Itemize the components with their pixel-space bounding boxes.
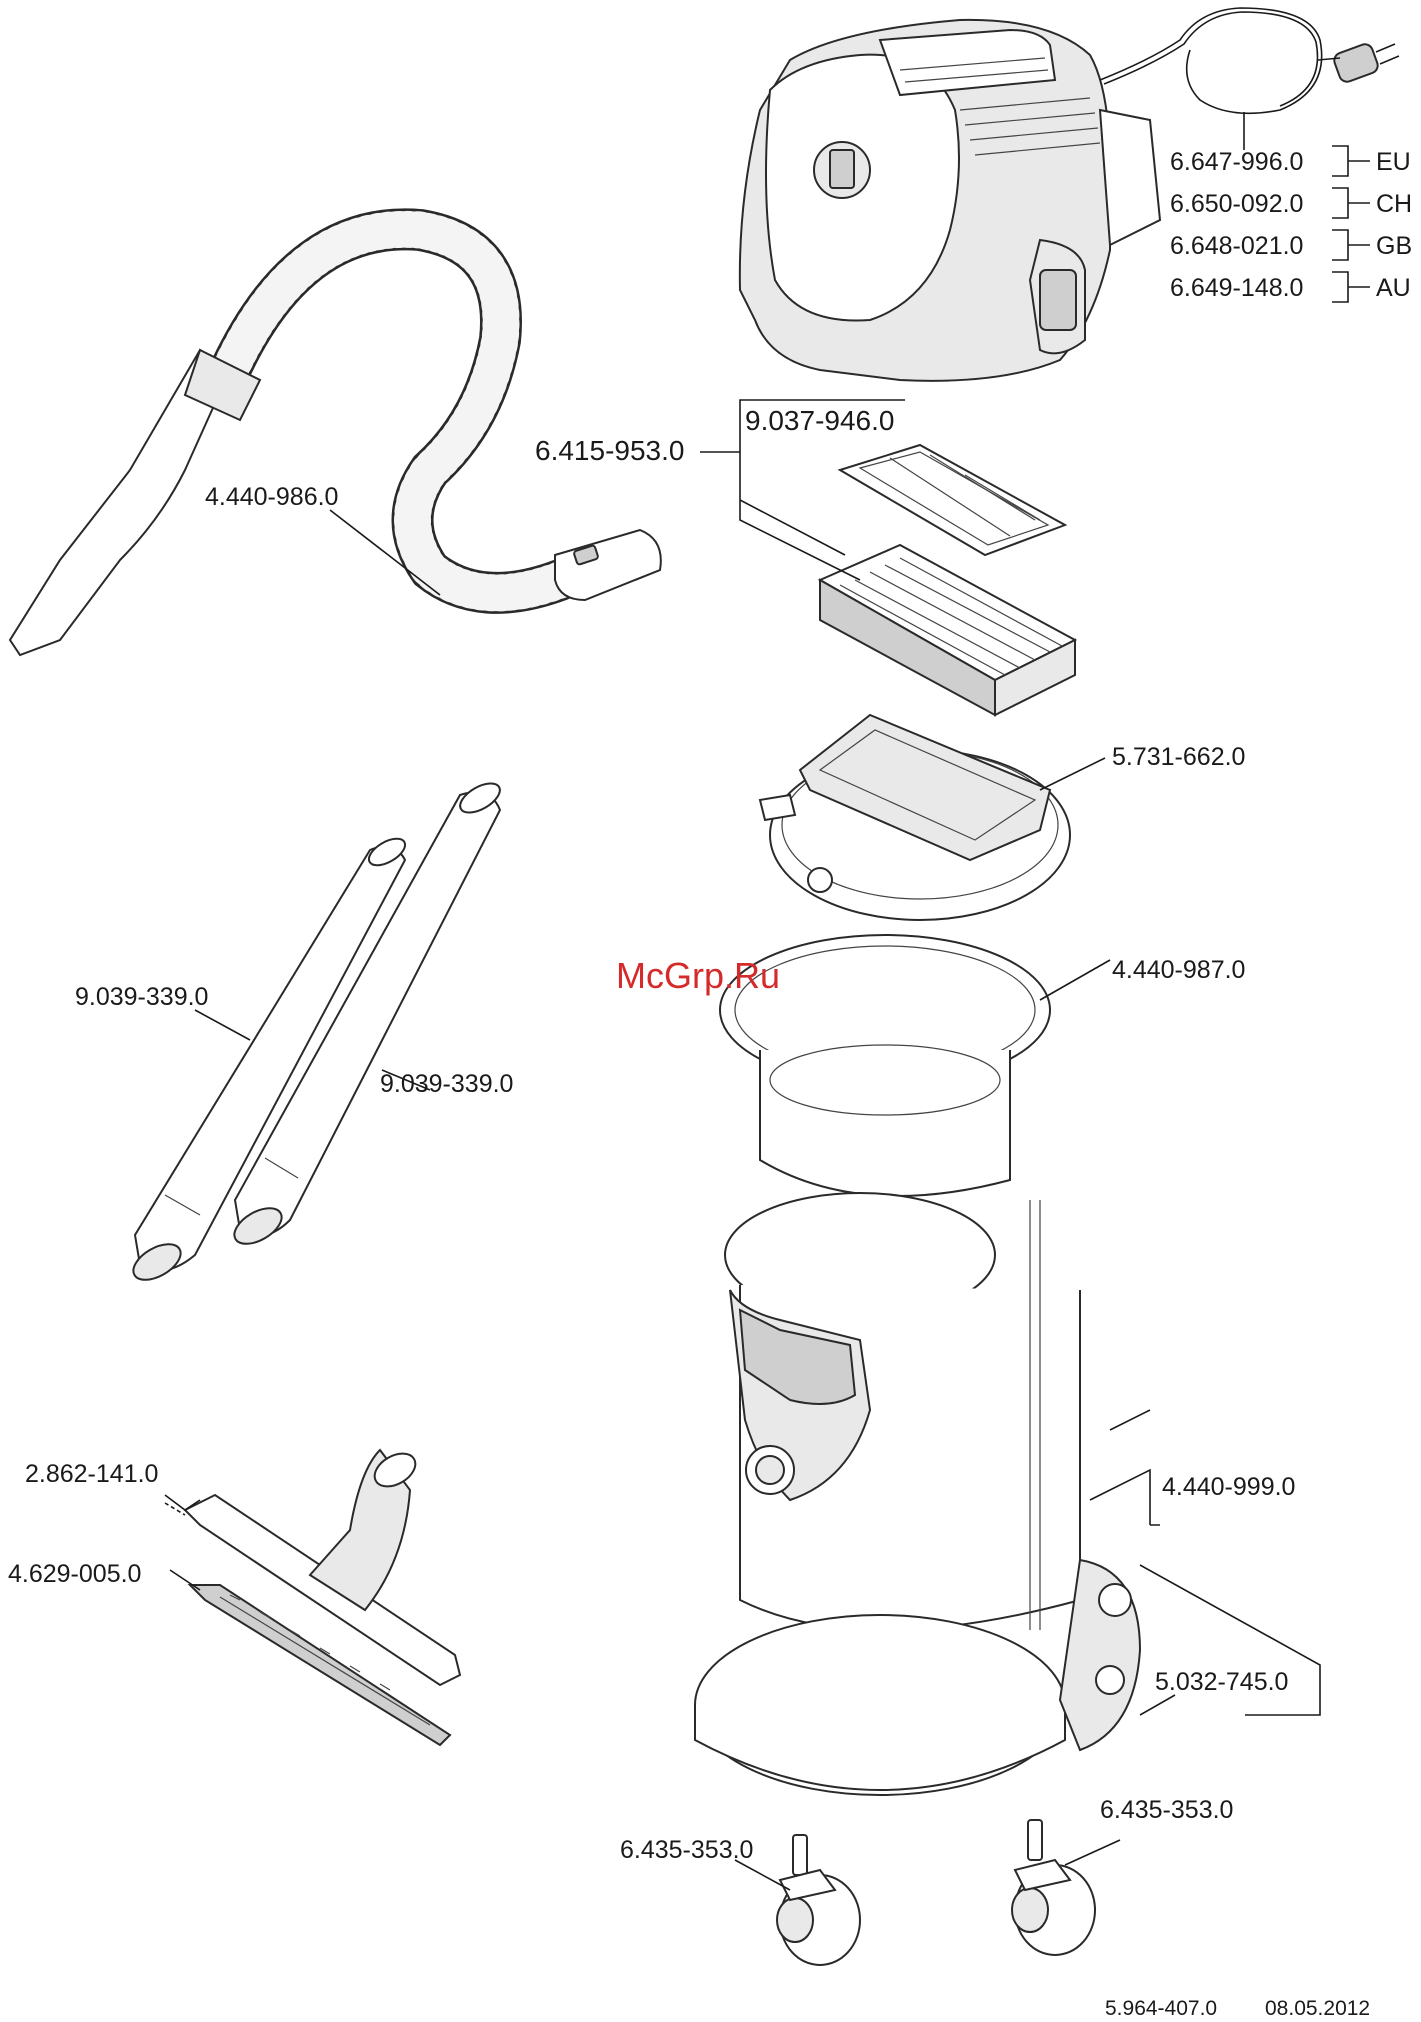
footer-date: 08.05.2012 (1265, 1997, 1370, 2020)
leader-nozzle-insert-dash (165, 1503, 185, 1515)
label-filter-basket: 5.731-662.0 (1112, 743, 1245, 771)
leader-container (1090, 1410, 1160, 1525)
country-code-gb: GB (1376, 232, 1412, 260)
label-suction-tube-2: 9.039-339.0 (380, 1070, 513, 1098)
label-filter-set: 6.415-953.0 (535, 435, 684, 466)
label-container: 4.440-999.0 (1162, 1473, 1295, 1501)
container (725, 1193, 1080, 1630)
label-base: 5.032-745.0 (1155, 1668, 1288, 1696)
label-power-cord-gb: 6.648-021.0 (1170, 232, 1303, 260)
power-cord (1100, 8, 1399, 113)
country-code-eu: EU (1376, 148, 1411, 176)
leader-filter-basket (1040, 758, 1105, 790)
pleated-filter (820, 545, 1075, 715)
filter-frame (840, 445, 1065, 555)
motor-head (740, 20, 1160, 381)
label-filter-frame: 9.037-946.0 (745, 405, 894, 436)
leader-suction-tube-1 (195, 1010, 250, 1040)
country-code-ch: CH (1376, 190, 1412, 218)
label-floor-nozzle-insert: 2.862-141.0 (25, 1460, 158, 1488)
leader-floor-nozzle (170, 1570, 200, 1590)
label-suction-tube-1: 9.039-339.0 (75, 983, 208, 1011)
power-cord-callouts: 6.647-996.0 6.650-092.0 6.648-021.0 6.64… (1170, 112, 1412, 302)
label-caster-left: 6.435-353.0 (620, 1836, 753, 1864)
label-power-cord-au: 6.649-148.0 (1170, 274, 1303, 302)
label-caster-right: 6.435-353.0 (1100, 1796, 1233, 1824)
label-power-cord-ch: 6.650-092.0 (1170, 190, 1303, 218)
label-seal-ring: 4.440-987.0 (1112, 956, 1245, 984)
label-hose-assembly: 4.440-986.0 (205, 483, 338, 511)
footer-drawing-number: 5.964-407.0 (1105, 1997, 1217, 2020)
leader-seal-ring (1040, 960, 1110, 1000)
country-code-au: AU (1376, 274, 1411, 302)
filter-basket (760, 715, 1070, 920)
label-power-cord-eu: 6.647-996.0 (1170, 148, 1303, 176)
leader-caster-left (735, 1860, 790, 1890)
label-floor-nozzle: 4.629-005.0 (8, 1560, 141, 1588)
watermark: McGrp.Ru (616, 955, 780, 996)
caster-right (1012, 1820, 1095, 1955)
leader-caster-right (1065, 1840, 1120, 1865)
caster-left (777, 1835, 860, 1965)
floor-nozzle (185, 1447, 460, 1745)
